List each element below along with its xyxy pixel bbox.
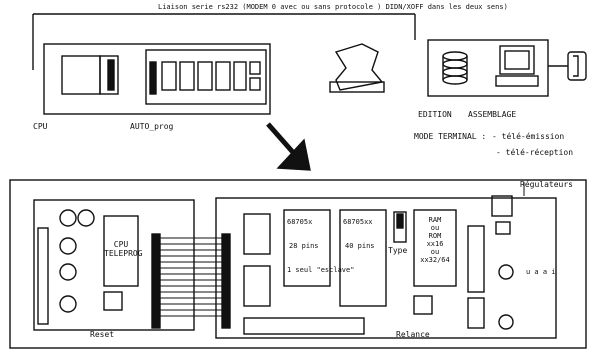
autoprog-module [145,49,267,105]
chip1-mode: 1 seul "esclave" [287,266,355,274]
cpu-label: CPU [33,122,48,131]
autoprog-chips [161,61,261,91]
monitor-icon [499,45,535,75]
bottom-board [9,179,587,349]
chip-68705x [283,209,331,287]
regulator-1 [491,195,513,217]
reset-button [103,291,123,311]
tele-reception-label: - télé-réception [496,148,574,157]
printer-paper-icon [334,43,384,91]
arrow-head [276,138,311,171]
chip2-name: 68705xx [343,218,373,226]
left-edge-connector [37,227,49,325]
type-label: Type [388,246,408,255]
right-programmer-board [215,197,557,339]
assemblage-label: ASSEMBLAGE [468,110,517,119]
ribbon-cable [160,237,222,317]
phone-icon [567,51,587,81]
indicator-circle-2 [498,314,514,330]
cpu-connector-pins [107,59,115,91]
chip-68705xx [339,209,387,307]
keyboard-icon [495,75,539,87]
regulator-2 [495,221,511,235]
relance-label: Relance [396,330,430,339]
serial-link-caption: Liaison serie rs232 (MODEM 0 avec ou san… [158,3,508,11]
workstation-box [427,39,549,97]
reset-label: Reset [90,330,115,339]
left-cpu-board [33,199,195,331]
right-socket-b [467,297,485,329]
reset-circles [59,209,95,313]
cable-connector-right [221,233,231,329]
relance-button [413,295,433,315]
edition-label: EDITION [418,110,452,119]
left-socket-top [243,213,271,255]
bottom-connector [243,317,365,335]
autoprog-label: AUTO_prog [130,122,174,131]
right-board-text: u a a i [526,268,556,276]
cable-connector-left [151,233,161,329]
cpu-module [61,55,101,95]
chip1-pins: 28 pins [289,242,319,250]
ram-rom-chip [413,209,457,287]
ram-rom-label: RAM ou ROM xx16 ou xx32/64 [420,216,450,264]
cpu-teleprog-chip [103,215,139,287]
type-switch [393,211,407,243]
cpu-teleprog-label: CPU TELEPROG [104,240,143,258]
mode-terminal-label: MODE TERMINAL : [414,132,487,141]
cpu-board-top [43,43,271,115]
left-socket-bottom [243,265,271,307]
regulateurs-label: Régulateurs [520,180,573,189]
chip2-pins: 40 pins [345,242,375,250]
indicator-circle-1 [498,264,514,280]
printer-base-icon [329,81,385,93]
cpu-connector [99,55,119,95]
disk-stack-icon [442,51,468,61]
right-socket-a [467,225,485,293]
tele-emission-label: - télé-émission [492,132,565,141]
chip1-name: 68705x [287,218,313,226]
